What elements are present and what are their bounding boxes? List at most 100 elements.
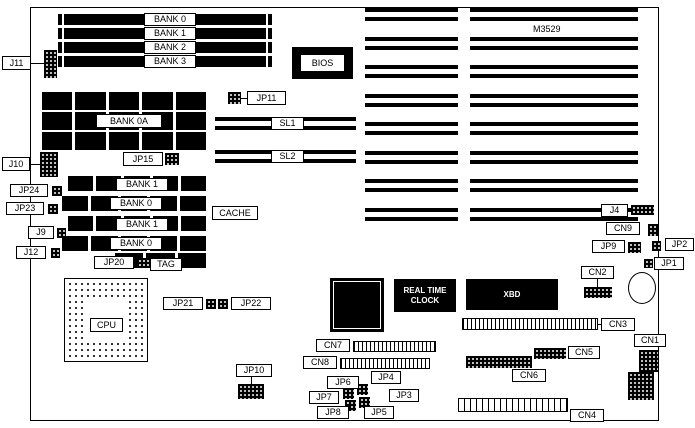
bank3-simm-label: BANK 3 — [144, 55, 196, 68]
jp4-jumper — [357, 384, 368, 395]
isa-slot-2-right — [470, 37, 638, 50]
cn8-label: CN8 — [303, 356, 337, 369]
jp20-label: JP20 — [94, 256, 134, 269]
isa-slot-5-right — [470, 122, 638, 135]
j11-leader — [31, 63, 44, 64]
keyboard-din-connector — [628, 272, 656, 304]
jp10-label: JP10 — [236, 364, 272, 377]
cn5-label: CN5 — [568, 346, 600, 359]
dip-chip — [68, 176, 94, 191]
cache-bank1-label-b: BANK 1 — [116, 218, 168, 231]
bank2-simm-label: BANK 2 — [144, 41, 196, 54]
dip-chip — [180, 176, 206, 191]
isa-slot-8-left — [365, 208, 458, 221]
jp22-label: JP22 — [231, 297, 271, 310]
dip-chip — [177, 253, 206, 268]
bank1-simm-label: BANK 1 — [144, 27, 196, 40]
bios-label: BIOS — [300, 54, 345, 72]
cn4-connector — [458, 398, 568, 412]
jp24-label: JP24 — [10, 184, 48, 197]
cn2-connector — [584, 287, 612, 298]
jp11-leader — [241, 98, 247, 99]
j11-connector — [44, 50, 57, 78]
dip-chip — [108, 92, 140, 110]
isa-slot-6-left — [365, 151, 458, 164]
jp6-label: JP6 — [327, 376, 359, 389]
dip-chip — [42, 112, 73, 130]
j4-label: J4 — [601, 204, 628, 217]
dip-chip — [96, 216, 122, 231]
j11-label: J11 — [2, 56, 31, 70]
cn2-leader — [597, 279, 598, 287]
cn1-label: CN1 — [634, 334, 666, 347]
jp23-label: JP23 — [6, 202, 44, 215]
jp2-jumper — [652, 241, 661, 251]
cn5-connector — [534, 348, 566, 359]
jp5-label: JP5 — [364, 406, 394, 419]
jp10-connector — [238, 384, 264, 399]
dip-chip — [175, 132, 206, 150]
dip-chip — [180, 216, 206, 231]
dip-chip — [175, 92, 206, 110]
j10-label: J10 — [2, 157, 30, 171]
dip-chip — [42, 132, 73, 150]
cache-bank0-label-b: BANK 0 — [110, 237, 162, 250]
j10-connector — [40, 152, 58, 177]
chip-text-line: REAL TIME — [403, 286, 447, 295]
jp3-label: JP3 — [389, 389, 419, 402]
jp3-jumper — [359, 397, 370, 408]
jp7-label: JP7 — [309, 391, 339, 404]
jp21-jumper — [206, 299, 216, 309]
jp8-label: JP8 — [317, 406, 349, 419]
dip-chip — [142, 132, 173, 150]
jp23-jumper — [48, 204, 58, 214]
dip-chip — [142, 92, 173, 110]
jp21-label: JP21 — [163, 297, 203, 310]
dip-chip — [75, 132, 106, 150]
cache-bank0-label-a: BANK 0 — [110, 197, 162, 210]
jp15-label: JP15 — [123, 152, 163, 166]
jp11-label: JP11 — [247, 91, 286, 105]
bank0a-chip-row-1 — [42, 92, 206, 110]
isa-slot-7-left — [365, 179, 458, 192]
isa-slot-8-right — [470, 208, 638, 221]
j10-leader — [30, 164, 40, 165]
jp1-label: JP1 — [654, 257, 684, 270]
cache-bank1-label-a: BANK 1 — [116, 178, 168, 191]
model-number: M3529 — [533, 24, 561, 34]
chip-text-line: CLOCK — [410, 296, 440, 305]
dip-chip — [62, 196, 89, 211]
isa-slot-7-right — [470, 179, 638, 192]
jp7-jumper — [345, 400, 356, 411]
cpu-label: CPU — [90, 318, 123, 332]
j9-label: J9 — [28, 226, 54, 239]
cn6-label: CN6 — [512, 369, 546, 382]
jp11-jumper — [228, 92, 241, 104]
j9-jumper — [57, 228, 66, 238]
cn3-leader — [598, 324, 601, 325]
cn9-label: CN9 — [606, 222, 640, 235]
cn6-connector — [466, 356, 532, 368]
jp9-label: JP9 — [592, 240, 625, 253]
sl1-label: SL1 — [271, 117, 304, 130]
cn9-connector — [648, 224, 658, 236]
isa-slot-4-left — [365, 94, 458, 107]
cn2-label: CN2 — [581, 266, 614, 279]
dip-chip — [75, 92, 106, 110]
isa-slot-3-left — [365, 65, 458, 78]
isa-slot-1-right — [470, 8, 638, 21]
jp22-jumper — [218, 299, 228, 309]
bank0-simm-label: BANK 0 — [144, 13, 196, 26]
cn7-label: CN7 — [316, 339, 350, 352]
dip-chip — [179, 236, 206, 251]
jp2-label: JP2 — [665, 238, 694, 251]
jp10-leader — [251, 377, 252, 384]
jp20-jumper — [137, 258, 149, 268]
j12-jumper — [51, 248, 60, 258]
isa-slot-1-left — [365, 8, 458, 21]
jp24-jumper — [52, 186, 62, 196]
cn1-connector — [639, 350, 658, 372]
dip-chip — [62, 236, 89, 251]
